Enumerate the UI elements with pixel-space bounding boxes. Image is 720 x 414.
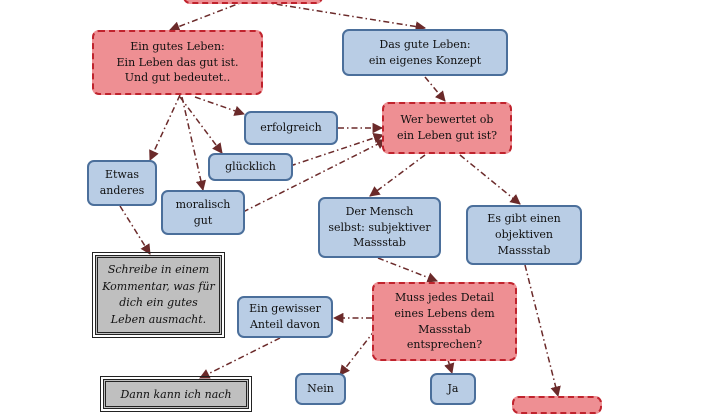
node-wer-bewertet-label: Wer bewertet ob ein Leben gut ist? — [396, 113, 498, 142]
arrow-top-to-gutes-leben — [169, 0, 249, 32]
arrow-muss-jedes-to-ja — [444, 359, 455, 375]
node-gewisser-anteil: Ein gewisser Anteil davon — [237, 296, 333, 338]
node-der-mensch-label: Der Mensch selbst: subjektiver Massstab — [328, 204, 431, 250]
arrow-etwas-anderes-to-kommentar — [119, 205, 151, 255]
arrow-objektiv-to-offscreen — [524, 264, 561, 398]
node-muss-jedes-detail-label: Muss jedes Detail eines Lebens dem Masss… — [394, 290, 495, 352]
arrow-gluecklich-to-wer-bewertet — [289, 133, 384, 167]
arrow-gutes-leben-to-gluecklich — [179, 96, 223, 154]
node-etwas-anderes-label: Etwas anderes — [99, 168, 145, 197]
arrow-top-to-eigenes-konzept — [249, 0, 427, 32]
node-objektiver-massstab: Es gibt einen objektiven Massstab — [466, 205, 582, 265]
node-nein-label: Nein — [307, 382, 334, 396]
node-erfolgreich: erfolgreich — [244, 111, 338, 145]
node-dann-kann: Dann kann ich nach — [100, 376, 252, 412]
connector-arrows — [119, 0, 561, 398]
arrow-anteil-to-dann-kann — [199, 337, 281, 379]
node-dann-kann-label: Dann kann ich nach — [120, 388, 232, 401]
node-nein: Nein — [295, 373, 346, 405]
node-gutes-leben-label: Ein gutes Leben: Ein Leben das gut ist. … — [116, 39, 239, 85]
arrow-wer-bewertet-to-mensch — [369, 154, 426, 197]
arrow-gutes-leben-to-etwas-anderes — [149, 94, 181, 161]
node-ja: Ja — [430, 373, 476, 405]
arrow-konzept-to-wer-bewertet — [424, 76, 446, 102]
node-moralisch-gut: moralisch gut — [161, 190, 245, 235]
arrow-mensch-to-muss-jedes — [377, 257, 438, 283]
node-kommentar-hint-label: Schreibe in einem Kommentar, was für dic… — [102, 263, 215, 326]
mind-map: Ein gutes Leben: Ein Leben das gut ist. … — [87, 0, 602, 414]
top-node-partial — [183, 0, 323, 4]
bottom-right-node-partial — [512, 396, 602, 414]
arrow-muss-jedes-to-nein — [339, 329, 376, 376]
node-kommentar-hint: Schreibe in einem Kommentar, was für dic… — [92, 252, 225, 338]
node-ja-label: Ja — [447, 382, 459, 396]
arrow-wer-bewertet-to-objektiv — [459, 154, 521, 205]
node-gluecklich-label: glücklich — [225, 160, 276, 174]
node-moralisch-gut-label: moralisch gut — [175, 197, 231, 227]
node-objektiver-massstab-label: Es gibt einen objektiven Massstab — [487, 212, 561, 257]
arrow-gutes-leben-to-erfolgreich — [194, 96, 245, 116]
node-der-mensch: Der Mensch selbst: subjektiver Massstab — [318, 197, 441, 258]
arrow-gutes-leben-to-moralisch-gut — [181, 96, 207, 192]
node-wer-bewertet: Wer bewertet ob ein Leben gut ist? — [382, 102, 512, 154]
node-gutes-leben: Ein gutes Leben: Ein Leben das gut ist. … — [92, 30, 263, 95]
node-erfolgreich-label: erfolgreich — [260, 121, 322, 135]
node-gewisser-anteil-label: Ein gewisser Anteil davon — [249, 302, 321, 331]
node-muss-jedes-detail: Muss jedes Detail eines Lebens dem Masss… — [372, 282, 517, 361]
node-eigenes-konzept-label: Das gute Leben: ein eigenes Konzept — [368, 37, 482, 67]
node-eigenes-konzept: Das gute Leben: ein eigenes Konzept — [342, 29, 508, 76]
node-gluecklich: glücklich — [208, 153, 293, 181]
node-etwas-anderes: Etwas anderes — [87, 160, 157, 206]
